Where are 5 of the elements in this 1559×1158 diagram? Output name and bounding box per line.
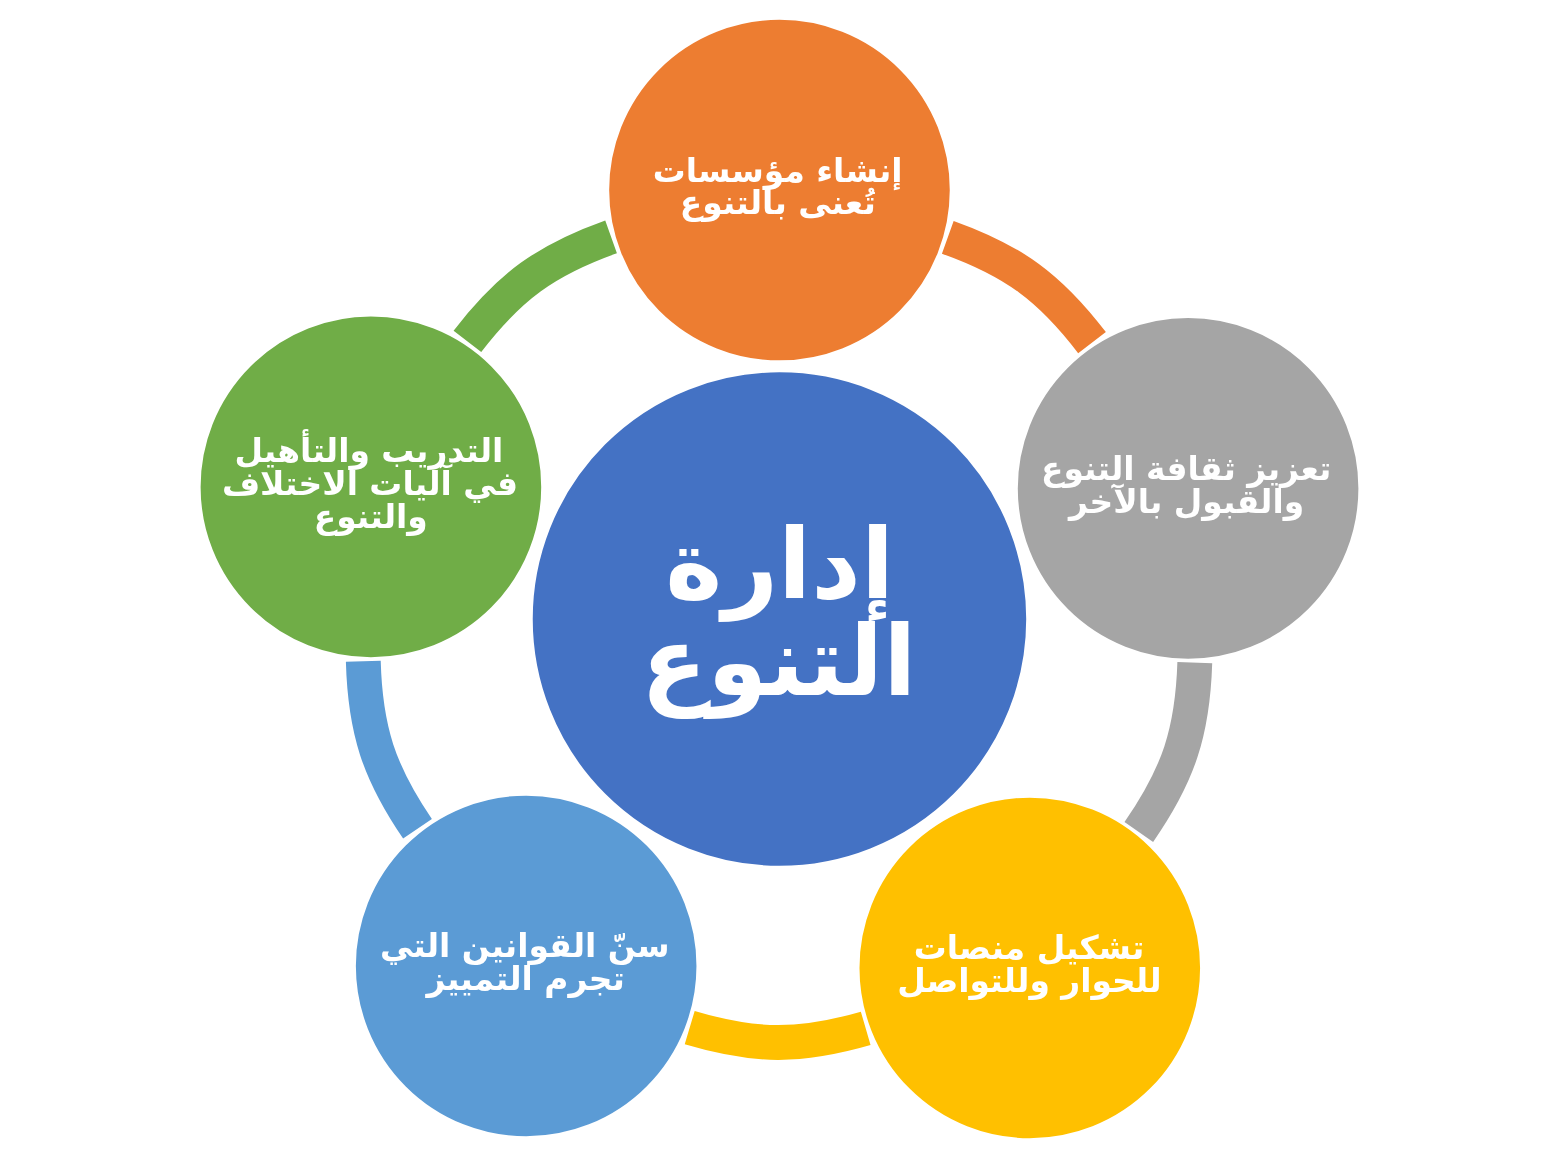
connector xyxy=(684,1010,871,1060)
connector xyxy=(345,660,433,839)
connector xyxy=(941,221,1106,354)
connector xyxy=(1124,661,1213,842)
connector xyxy=(453,220,618,353)
